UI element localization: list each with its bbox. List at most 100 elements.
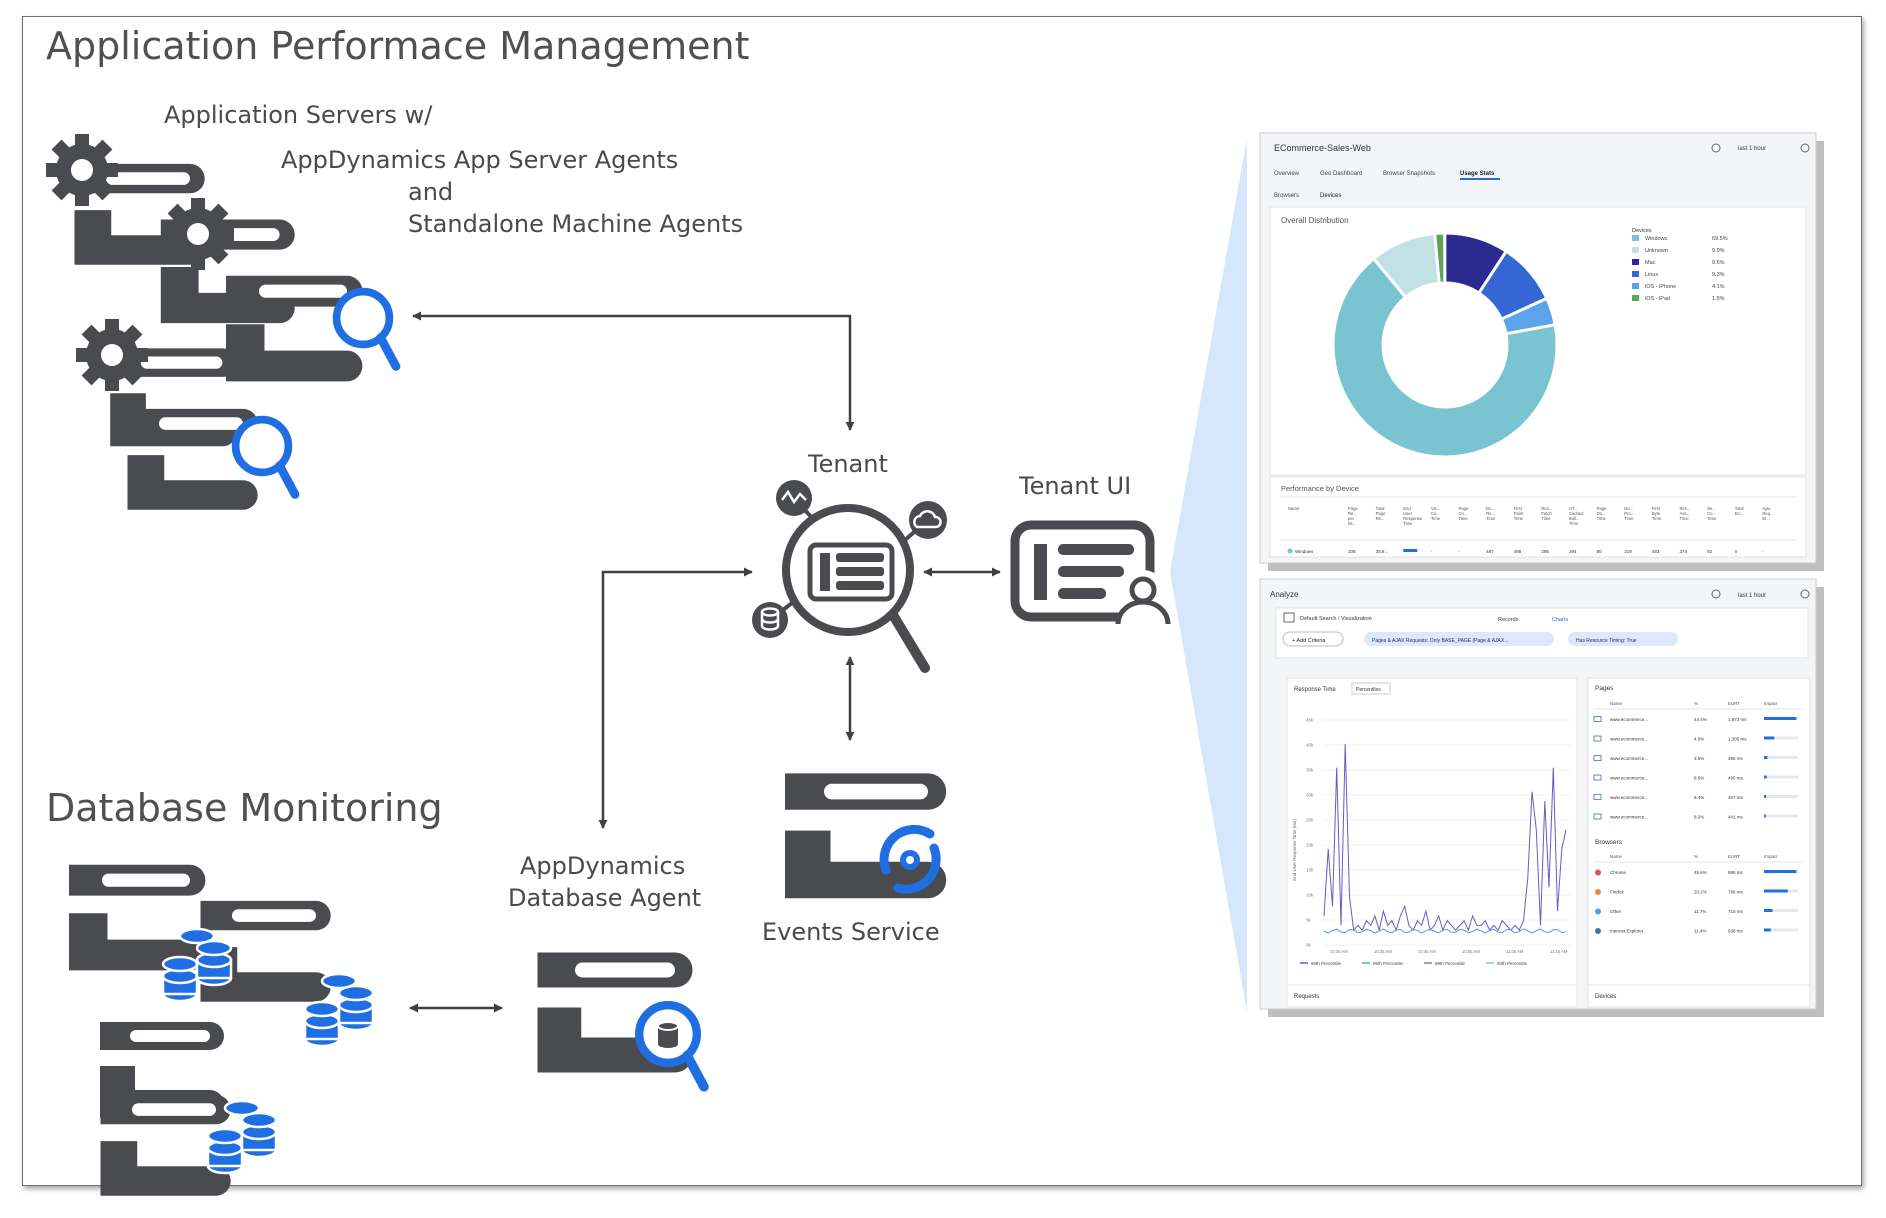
s2-search-selector[interactable]: Default Search / Visualization [1300,616,1372,622]
x-tick-label: 11:15 AM [1550,949,1568,954]
row-pct: 44.4% [1694,717,1707,722]
table-header: EURT [1728,854,1740,859]
browser-icon [1595,908,1601,915]
s2-toggle-records[interactable]: Records [1498,617,1519,623]
tenant-ui-icon [1010,520,1171,625]
perf-cell: 487 [1486,549,1494,554]
s1-subtab-devices[interactable]: Devices [1320,193,1341,199]
s1-tab-snapshots[interactable]: Browser Snapshots [1383,171,1435,177]
y-tick-label: 35k [1306,768,1314,773]
tenant-label: Tenant [808,450,888,478]
events-service-label: Events Service [762,918,940,946]
filter-chip[interactable] [1364,632,1554,646]
perf-cell: 219 [1624,549,1632,554]
table-header: Impact [1764,854,1778,859]
perf-header: Se...Co...Time [1707,506,1717,521]
db-agent-label-1: AppDynamics [520,852,686,880]
s2-add-criteria[interactable]: + Add Criteria [1292,638,1326,644]
db-title: Database Monitoring [46,786,443,830]
perf-header: Do...Pro...Time [1624,506,1634,521]
search-icon[interactable] [1283,612,1295,623]
donut-slice-windows [1331,256,1559,459]
legend-value: 9.3% [1712,272,1725,278]
perf-header: Do...Re...Time [1486,506,1496,521]
s1-time-range[interactable]: last 1 hour [1738,146,1766,152]
row-pct: 8.6% [1694,776,1704,781]
legend-label: 50th Percentile [1497,961,1528,966]
x-tick-label: 10:45 AM [1418,949,1436,954]
row-name: Firefox [1610,890,1625,895]
database-server-cluster-icon [69,864,375,1196]
row-eurt: 1,873 ms [1728,717,1747,722]
app-servers-label-4: Standalone Machine Agents [408,210,744,238]
legend-swatch [1632,247,1639,253]
legend-swatch [1632,259,1639,265]
row-pct: 11.4% [1694,929,1706,934]
s2-chart-select[interactable]: Percentiles [1356,687,1381,693]
perf-cell: 0 [1735,549,1738,554]
page-icon [1593,735,1602,742]
s2-filter-1: Pages & AJAX Requests: Only BASE_PAGE (P… [1372,638,1508,644]
perf-cell: 35,9... [1376,549,1389,554]
filter-chip[interactable] [1568,632,1678,646]
impact-track [1764,775,1798,779]
table-header: % [1694,701,1698,706]
y-tick-label: 0k [1306,943,1312,948]
database-agent-icon [537,952,705,1087]
tenant-ui-label: Tenant UI [1019,472,1132,500]
s2-toggle-charts[interactable]: Charts [1552,617,1568,623]
row-name: Other [1610,909,1622,914]
impact-bar [1764,717,1797,720]
help-icon[interactable] [1800,143,1810,153]
y-tick-label: 25k [1306,818,1314,823]
refresh-icon[interactable] [1711,143,1721,153]
legend-swatch [1632,295,1639,301]
percentile-select[interactable] [1351,682,1391,695]
perf-cell: 92 [1707,549,1713,554]
s1-tab-geo[interactable]: Geo Dashboard [1320,171,1362,177]
impact-track [1764,795,1798,798]
s2-bottom-devices: Devices [1595,994,1616,1000]
legend-label: 90th Percentile [1311,961,1342,966]
row-eurt: 457 ms [1728,795,1744,800]
s1-tab-usage[interactable]: Usage Stats [1460,171,1495,177]
app-servers-label-3: and [408,178,454,206]
refresh-icon[interactable] [1711,589,1721,599]
s1-perf-title: Performance by Device [1281,484,1359,493]
s1-tab-overview[interactable]: Overview [1274,171,1300,177]
legend-swatch [1632,283,1639,289]
row-name: Chrome [1610,870,1627,875]
s1-subtab-browsers[interactable]: Browsers [1274,193,1299,199]
s1-legend-title: Devices [1632,228,1652,234]
table-header: % [1694,854,1698,859]
legend-value: 9.9% [1712,248,1725,254]
row-name: www.ecommerce... [1610,737,1648,742]
legend-label: Mac [1645,260,1656,266]
row-name: www.ecommerce... [1610,776,1648,781]
impact-bar [1764,928,1771,932]
app-servers-label-1: Application Servers w/ [164,101,433,129]
help-icon[interactable] [1800,589,1810,599]
s2-time-range[interactable]: last 1 hour [1738,593,1766,599]
legend-value: 1.5% [1712,296,1725,302]
series-50th-percentile [1323,928,1567,934]
row-pct: 8.2% [1694,815,1704,820]
y-tick-label: 10k [1306,893,1314,898]
s2-bottom-requests: Requests [1294,994,1319,1000]
s1-app-name: ECommerce-Sales-Web [1274,143,1371,153]
perf-cell: - [1762,549,1764,554]
row-name: www.ecommerce... [1610,756,1648,761]
row-eurt: 766 ms [1728,890,1744,895]
perf-cell: 488 [1514,549,1522,554]
legend-swatch [1632,271,1639,277]
add-criteria-button[interactable] [1282,631,1344,647]
legend-swatch [1632,235,1639,241]
